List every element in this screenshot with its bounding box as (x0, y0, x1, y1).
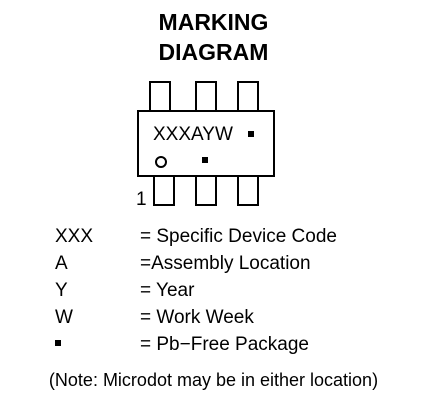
legend-row: A =Assembly Location (0, 251, 427, 277)
legend-definition: = Pb−Free Package (140, 334, 309, 355)
microdot-lower-icon (202, 157, 208, 163)
footnote: (Note: Microdot may be in either locatio… (48, 370, 379, 390)
bottom-pin-left (153, 175, 175, 206)
pin1-indicator-icon (155, 156, 167, 168)
marking-code: XXXAYW (153, 124, 233, 145)
bottom-pin-right (237, 175, 259, 206)
legend-row: Y = Year (0, 278, 427, 304)
legend-row: W = Work Week (0, 305, 427, 331)
microdot-upper-icon (248, 131, 254, 137)
legend-symbol (55, 332, 61, 358)
pin1-label: 1 (136, 189, 147, 210)
legend-symbol: W (55, 307, 73, 328)
square-dot-icon (55, 339, 61, 346)
legend-row: XXX = Specific Device Code (0, 224, 427, 250)
legend-symbol: XXX (55, 226, 94, 247)
legend-definition: = Specific Device Code (140, 226, 337, 247)
legend-definition: = Work Week (140, 307, 254, 328)
top-pin-left (149, 81, 171, 112)
top-pin-middle (195, 81, 217, 112)
diagram-title-line-2: DIAGRAM (158, 39, 269, 65)
legend-definition: =Assembly Location (140, 253, 311, 274)
legend-row: = Pb−Free Package (0, 332, 427, 358)
package-body (137, 110, 275, 177)
legend-definition: = Year (140, 280, 195, 301)
bottom-pin-middle (195, 175, 217, 206)
legend-symbol: A (55, 253, 68, 274)
diagram-title-line-1: MARKING (158, 9, 269, 35)
legend-symbol: Y (55, 280, 68, 301)
package-diagram: XXXAYW 1 (136, 81, 275, 210)
top-pin-right (237, 81, 259, 112)
